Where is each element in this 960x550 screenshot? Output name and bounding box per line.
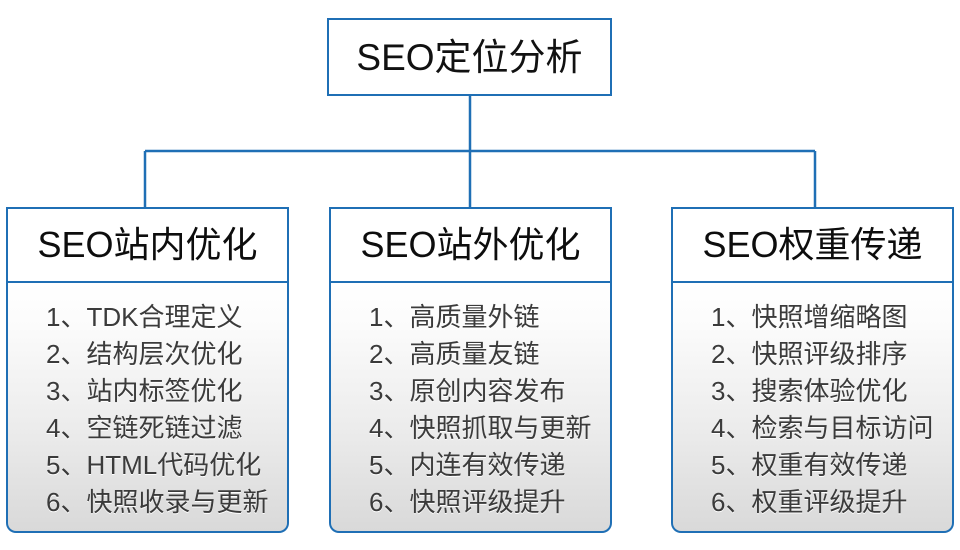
list-item: 4、 快照抓取与更新	[369, 408, 610, 445]
list-item-label: 快照抓取与更新	[409, 413, 592, 443]
branch-column-1: SEO站内优化 1、 TDK合理定义 2、 结构层次优化 3、 站内标签优化 4…	[6, 207, 289, 533]
list-item-index: 3、	[46, 376, 87, 406]
list-item: 5、 HTML代码优化	[46, 445, 287, 482]
branch-body-3: 1、 快照增缩略图 2、 快照评级排序 3、 搜索体验优化 4、 检索与目标访问…	[671, 283, 954, 533]
branch-item-list-1: 1、 TDK合理定义 2、 结构层次优化 3、 站内标签优化 4、 空链死链过滤…	[8, 297, 287, 519]
list-item: 5、 内连有效传递	[369, 445, 610, 482]
list-item: 2、 高质量友链	[369, 334, 610, 371]
branch-header-1[interactable]: SEO站内优化	[6, 207, 289, 283]
list-item-index: 4、	[369, 413, 410, 443]
list-item: 1、 TDK合理定义	[46, 297, 287, 334]
branch-header-2[interactable]: SEO站外优化	[329, 207, 612, 283]
list-item: 3、 原创内容发布	[369, 371, 610, 408]
list-item-index: 3、	[369, 376, 410, 406]
list-item-index: 4、	[46, 413, 87, 443]
branch-header-3[interactable]: SEO权重传递	[671, 207, 954, 283]
list-item: 4、 检索与目标访问	[711, 408, 952, 445]
list-item-index: 3、	[711, 376, 752, 406]
list-item: 3、 站内标签优化	[46, 371, 287, 408]
branch-item-list-2: 1、 高质量外链 2、 高质量友链 3、 原创内容发布 4、 快照抓取与更新 5…	[331, 297, 610, 519]
list-item-label: 权重评级提升	[751, 487, 908, 517]
list-item: 6、 权重评级提升	[711, 482, 952, 519]
branch-column-3: SEO权重传递 1、 快照增缩略图 2、 快照评级排序 3、 搜索体验优化 4、	[671, 207, 954, 533]
branch-header-title-1: SEO站内优化	[37, 224, 258, 265]
list-item-index: 2、	[711, 339, 752, 369]
list-item-label: 空链死链过滤	[86, 413, 243, 443]
list-item-index: 6、	[369, 487, 410, 517]
list-item: 1、 高质量外链	[369, 297, 610, 334]
list-item-label: HTML代码优化	[86, 450, 262, 480]
list-item: 5、 权重有效传递	[711, 445, 952, 482]
list-item: 2、 结构层次优化	[46, 334, 287, 371]
branch-column-2: SEO站外优化 1、 高质量外链 2、 高质量友链 3、 原创内容发布 4、 快	[329, 207, 612, 533]
branch-header-title-2: SEO站外优化	[360, 224, 581, 265]
list-item-index: 2、	[369, 339, 410, 369]
list-item: 6、 快照收录与更新	[46, 482, 287, 519]
branch-body-2: 1、 高质量外链 2、 高质量友链 3、 原创内容发布 4、 快照抓取与更新 5…	[329, 283, 612, 533]
list-item-label: 快照收录与更新	[86, 487, 269, 517]
list-item: 4、 空链死链过滤	[46, 408, 287, 445]
list-item-label: 快照评级排序	[751, 339, 908, 369]
list-item-label: 高质量友链	[409, 339, 540, 369]
list-item-label: 高质量外链	[409, 302, 540, 332]
list-item-label: 内连有效传递	[409, 450, 566, 480]
list-item-index: 6、	[46, 487, 87, 517]
list-item-label: 快照增缩略图	[751, 302, 908, 332]
list-item-label: 结构层次优化	[86, 339, 243, 369]
list-item: 3、 搜索体验优化	[711, 371, 952, 408]
list-item-index: 2、	[46, 339, 87, 369]
list-item-label: 原创内容发布	[409, 376, 566, 406]
list-item: 1、 快照增缩略图	[711, 297, 952, 334]
list-item-index: 5、	[369, 450, 410, 480]
list-item-index: 1、	[369, 302, 410, 332]
list-item-label: TDK合理定义	[86, 302, 243, 332]
list-item-index: 1、	[46, 302, 87, 332]
list-item-index: 1、	[711, 302, 752, 332]
list-item-index: 5、	[711, 450, 752, 480]
branch-header-title-3: SEO权重传递	[702, 224, 923, 265]
list-item-index: 5、	[46, 450, 87, 480]
list-item-label: 站内标签优化	[86, 376, 243, 406]
list-item-label: 检索与目标访问	[751, 413, 934, 443]
root-node-title: SEO定位分析	[356, 36, 583, 78]
list-item-label: 权重有效传递	[751, 450, 908, 480]
branch-item-list-3: 1、 快照增缩略图 2、 快照评级排序 3、 搜索体验优化 4、 检索与目标访问…	[673, 297, 952, 519]
list-item-index: 4、	[711, 413, 752, 443]
root-node[interactable]: SEO定位分析	[327, 18, 612, 96]
list-item-label: 搜索体验优化	[751, 376, 908, 406]
list-item-label: 快照评级提升	[409, 487, 566, 517]
branch-body-1: 1、 TDK合理定义 2、 结构层次优化 3、 站内标签优化 4、 空链死链过滤…	[6, 283, 289, 533]
list-item: 2、 快照评级排序	[711, 334, 952, 371]
list-item: 6、 快照评级提升	[369, 482, 610, 519]
list-item-index: 6、	[711, 487, 752, 517]
